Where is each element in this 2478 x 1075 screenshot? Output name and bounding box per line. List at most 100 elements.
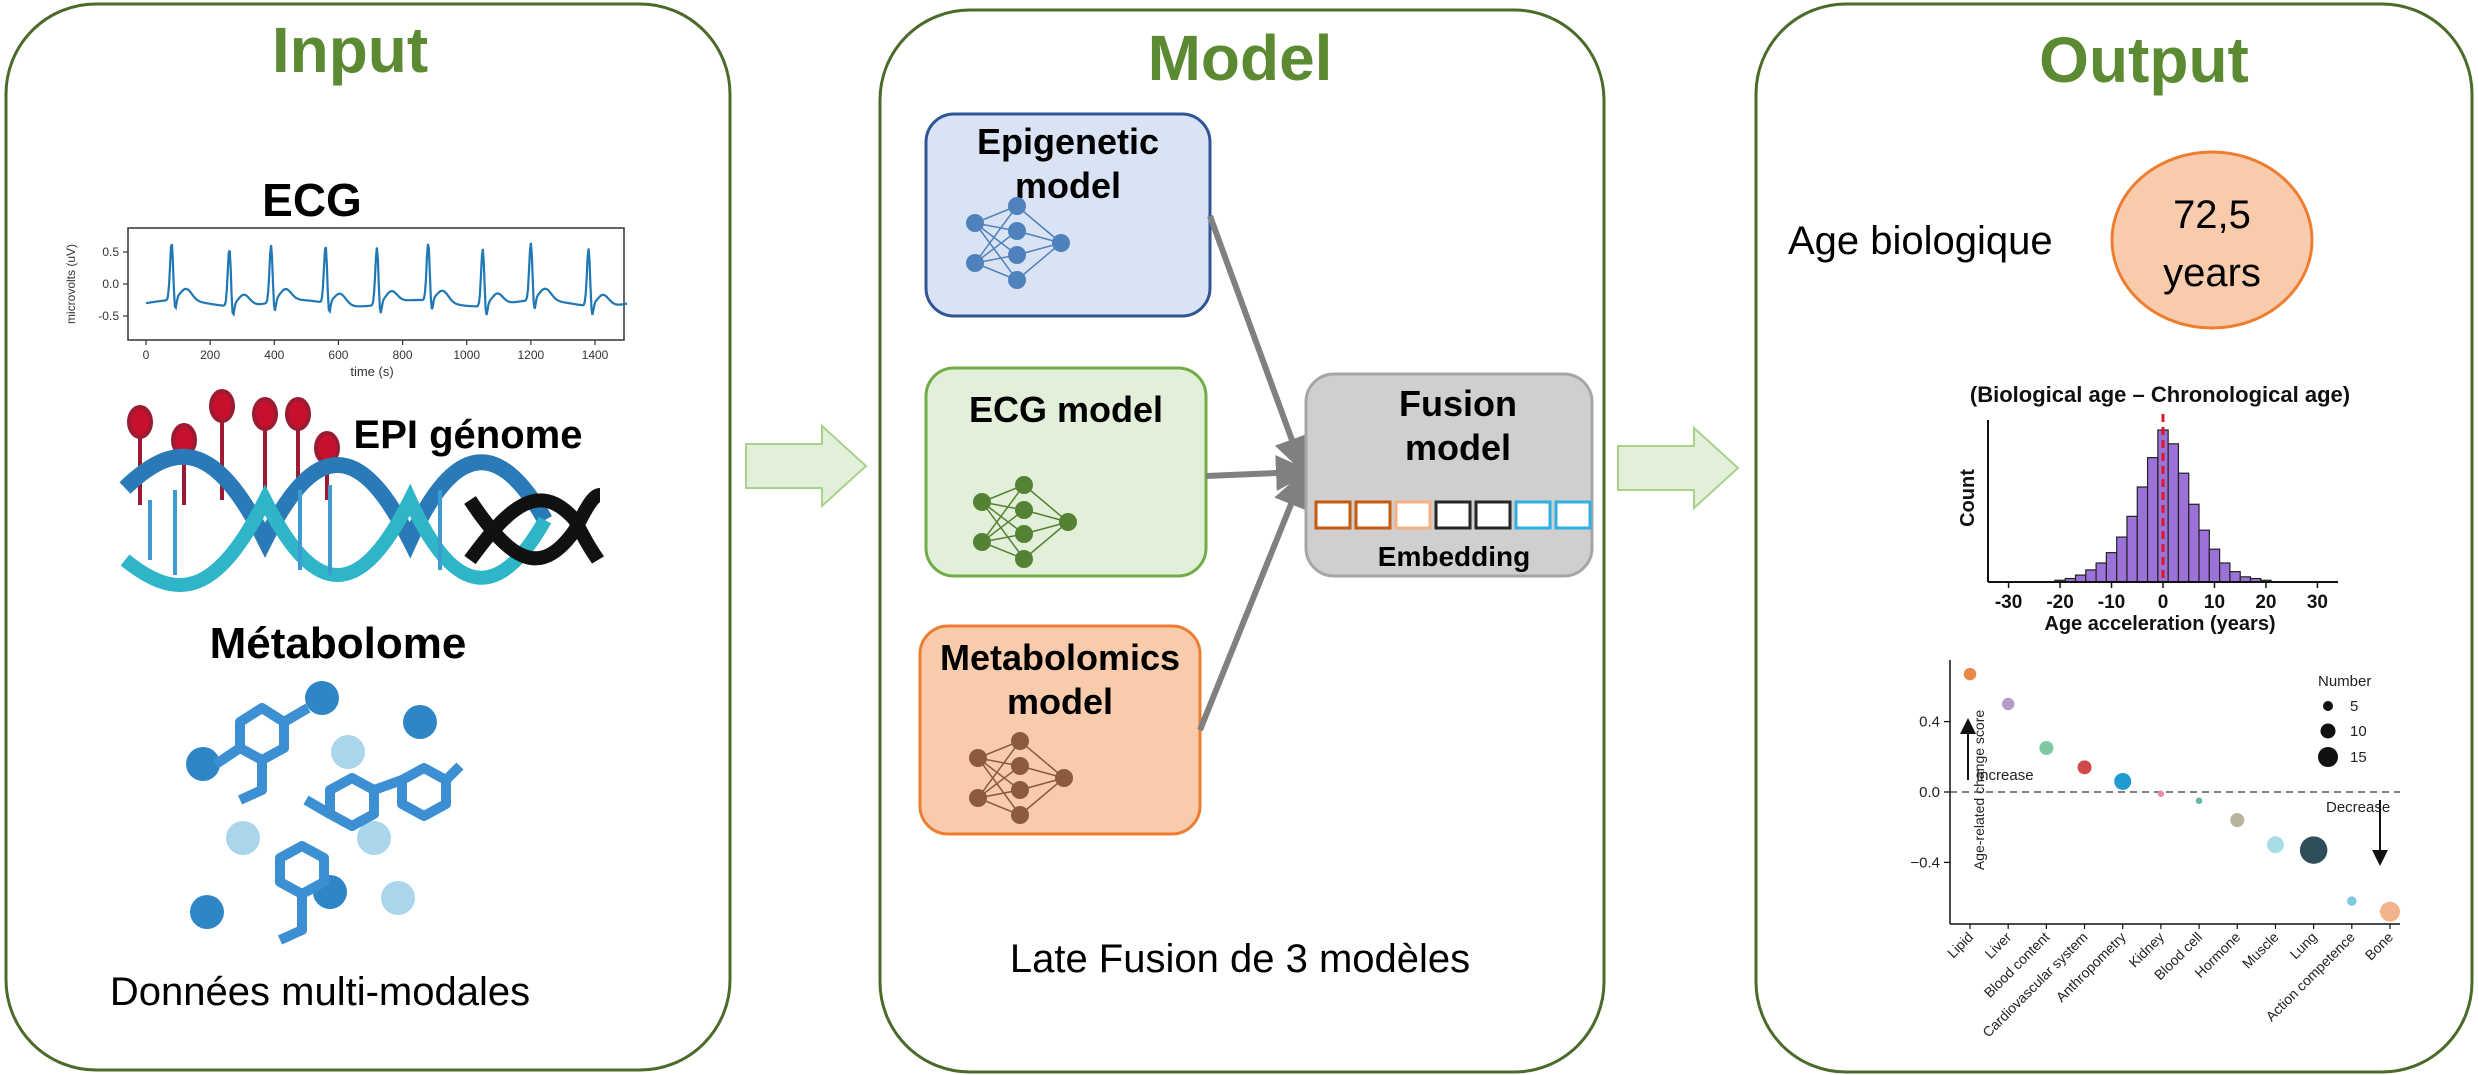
nn-node (1008, 271, 1026, 289)
nn-node (973, 493, 991, 511)
dna-strand-a (119, 448, 552, 559)
ecg-ytick-label: 0.0 (102, 277, 119, 291)
scatter-point (2380, 901, 2400, 922)
metabolomics-model-box: Metabolomics model (918, 624, 1202, 836)
histogram-bar (2219, 562, 2231, 583)
ecg-xtick-label: 600 (328, 348, 348, 362)
histogram-bar (2229, 571, 2241, 583)
arrow-epigenetic-to-fusion (1207, 214, 1309, 474)
ecg-xtick-label: 1200 (518, 348, 545, 362)
ecg-xtick-label: 1000 (453, 348, 480, 362)
output-panel-frame (1754, 2, 2474, 1074)
arrow-ecg-to-fusion (1205, 455, 1312, 492)
histogram-ylabel: Count (1957, 469, 1979, 527)
dna-strand-b (120, 483, 552, 592)
scatter-point (2077, 760, 2092, 775)
metabolomics-model-label-line1: Metabolomics (940, 637, 1180, 678)
model-panel: Model Epigenetic model ECG model Metabol… (878, 8, 1606, 1074)
nn-node (1011, 732, 1029, 750)
size-legend-label-15: 15 (2350, 749, 2367, 766)
input-panel-frame (4, 2, 732, 1072)
epigenome-dna-image (119, 389, 605, 592)
model-footer: Late Fusion de 3 modèles (1010, 937, 1470, 981)
nn-node (1059, 513, 1077, 531)
nn-edge (1016, 242, 1062, 281)
nn-edge (1016, 205, 1062, 244)
ecg-label: ECG (262, 174, 362, 226)
scatter-ylabel: Age-related change score (1971, 710, 1987, 871)
ecg-yticks: 0.50.0-0.5 (98, 245, 128, 323)
epigenetic-model-label-line2: model (1015, 165, 1121, 206)
metabolome-molecules-image (186, 681, 464, 945)
metabolome-label: Métabolome (210, 619, 467, 668)
embedding-label: Embedding (1378, 541, 1530, 572)
histogram-bar (2167, 443, 2180, 583)
ecg-plot-ylabel: microvolts (uV) (64, 244, 78, 324)
histogram-bar (2177, 472, 2190, 583)
scatter-point (2195, 797, 2203, 805)
ecg-trace (145, 242, 628, 317)
nn-node (973, 533, 991, 551)
neural-net-icon (973, 476, 1077, 568)
size-legend-label-5: 5 (2350, 698, 2358, 715)
ecg-ytick-label: 0.5 (102, 245, 119, 259)
output-title: Output (2039, 24, 2249, 96)
input-footer: Données multi-modales (110, 970, 530, 1014)
ecg-model-box: ECG model (924, 366, 1208, 578)
scatter-points (1963, 667, 2400, 922)
histogram-bar (2208, 548, 2221, 583)
scatter-point (2039, 741, 2054, 755)
ecg-xtick-label: 400 (264, 348, 284, 362)
nn-node (1015, 476, 1033, 494)
scatter-point (2230, 813, 2245, 828)
fusion-model-box: Fusion model Embedding (1304, 372, 1594, 578)
nn-node (1008, 222, 1026, 240)
age-label: Age biologique (1788, 219, 2053, 263)
nn-edge (1019, 777, 1065, 816)
scatter-point (2347, 896, 2357, 906)
scatter-point (2001, 697, 2015, 711)
nn-edge (1023, 521, 1069, 560)
age-unit: years (2163, 251, 2261, 295)
decrease-label: Decrease (2326, 799, 2390, 816)
nn-edge (977, 757, 1021, 816)
nn-node (969, 789, 987, 807)
neural-net-icon (966, 197, 1070, 289)
epigenome-label: EPI génome (354, 413, 583, 457)
scatter-ytick-label: −0.4 (1910, 854, 1940, 871)
ecg-xtick-label: 200 (200, 348, 220, 362)
ecg-xtick-label: 1400 (582, 348, 609, 362)
nn-node (1015, 525, 1033, 543)
histogram-bar (2116, 536, 2128, 583)
nn-node (1011, 806, 1029, 824)
histogram-bar (2095, 562, 2107, 583)
histogram-bar (2136, 486, 2149, 583)
scatter-axes: 0.4 0.0 −0.4 (1910, 660, 2400, 925)
ecg-xtick-label: 0 (143, 348, 150, 362)
scatter-ytick-label: 0.4 (1919, 714, 1940, 731)
nn-node (1015, 501, 1033, 519)
ecg-plot-xlabel: time (s) (350, 364, 393, 379)
scatter-point (2266, 836, 2284, 854)
dna-strand-dark (464, 488, 605, 566)
nn-edge (1019, 740, 1065, 779)
scatter-ytick-label: 0.0 (1919, 784, 1940, 801)
size-legend-label-10: 10 (2350, 723, 2367, 740)
increase-label: Increase (1976, 767, 2034, 784)
nn-node (969, 749, 987, 767)
nn-edge (974, 205, 1018, 264)
epigenetic-model-box: Epigenetic model (924, 112, 1212, 318)
nn-edge (977, 740, 1021, 799)
nn-node (966, 214, 984, 232)
size-legend-dot-10 (2320, 723, 2336, 739)
scatter-point (2299, 836, 2328, 864)
nn-node (1011, 781, 1029, 799)
histogram-xtick-label: -20 (2046, 592, 2073, 613)
histogram-xtick-label: 30 (2307, 592, 2328, 613)
histogram-xtick-label: -10 (2098, 592, 2125, 613)
embedding-vector (1314, 500, 1592, 530)
nn-node (1011, 757, 1029, 775)
